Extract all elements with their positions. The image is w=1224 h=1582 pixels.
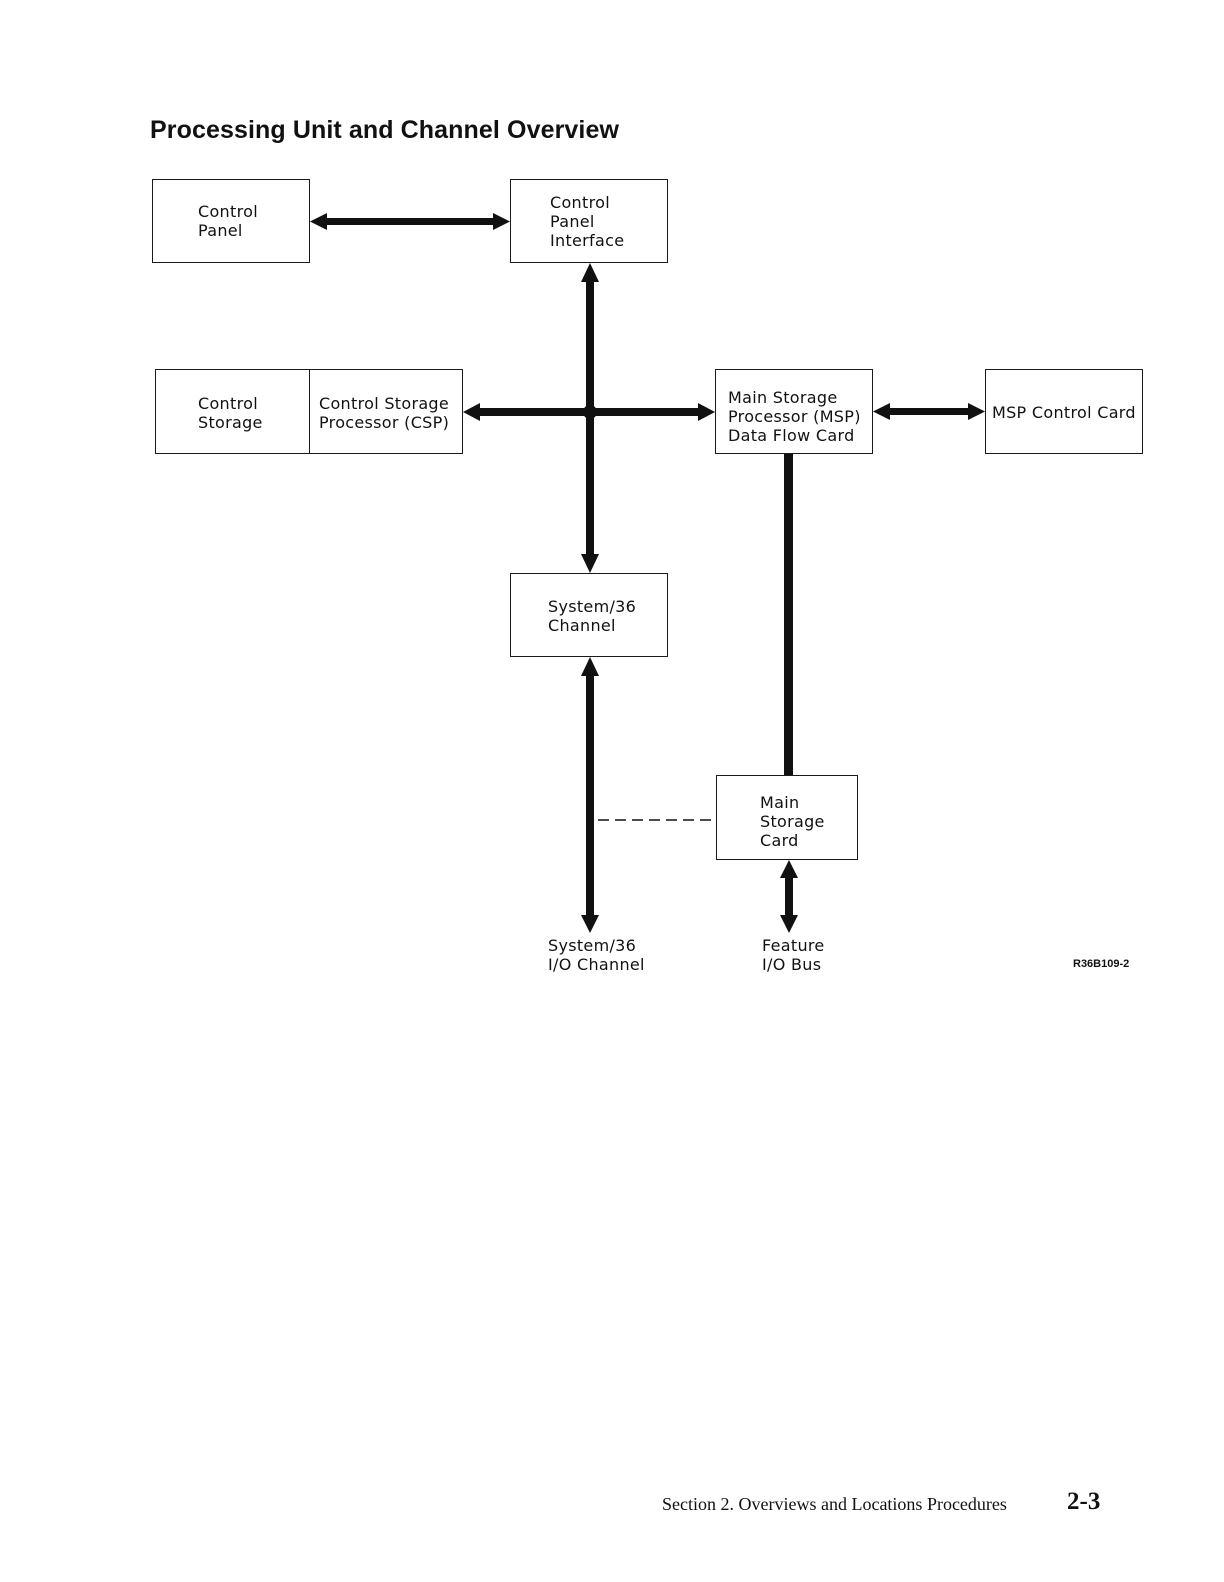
control-storage-box — [155, 369, 310, 454]
figure-code: R36B109-2 — [1073, 958, 1130, 970]
msp-data-flow-label: Main Storage Processor (MSP) Data Flow C… — [728, 388, 861, 445]
label-line: Interface — [550, 231, 625, 250]
connector-panel-to-interface — [310, 213, 510, 230]
label-line: Processor (MSP) — [728, 407, 861, 426]
label-line: Card — [760, 831, 799, 850]
label-line: Storage — [198, 413, 263, 432]
label-line: Data Flow Card — [728, 426, 855, 445]
label-line: I/O Bus — [762, 955, 822, 974]
label-line: I/O Channel — [548, 955, 645, 974]
label-line: Control — [198, 394, 258, 413]
msp-data-flow-box — [715, 369, 873, 454]
connector-msp-to-main-storage — [784, 454, 793, 775]
connector-msp-to-control-card — [873, 403, 985, 420]
control-panel-interface-box — [510, 179, 668, 263]
connector-channel-to-io-channel — [581, 657, 599, 933]
control-storage-label: Control Storage — [198, 394, 263, 432]
main-storage-card-label: Main Storage Card — [760, 793, 825, 850]
label-line: System/36 — [548, 597, 637, 616]
control-panel-label: Control Panel — [198, 202, 258, 240]
system36-channel-label: System/36 Channel — [548, 597, 636, 635]
system36-io-channel-label: System/36 I/O Channel — [548, 936, 645, 974]
label-line: Storage — [760, 812, 825, 831]
footer-section-text: Section 2. Overviews and Locations Proce… — [662, 1494, 1007, 1514]
page-title: Processing Unit and Channel Overview — [150, 116, 620, 144]
label-line: Main Storage — [728, 388, 838, 407]
label-line: Panel — [550, 212, 595, 231]
csp-label: Control Storage Processor (CSP) — [319, 394, 449, 432]
control-panel-box — [152, 179, 310, 263]
page-number: 2-3 — [1067, 1488, 1101, 1515]
msp-control-box — [985, 369, 1143, 454]
label-line: Control — [198, 202, 258, 221]
csp-box — [309, 369, 463, 454]
main-storage-card-box — [716, 775, 858, 860]
msp-control-label: MSP Control Card — [992, 403, 1136, 422]
label-line: Main — [760, 793, 800, 812]
label-line: Channel — [548, 616, 616, 635]
label-line: Control — [550, 193, 610, 212]
label-line: Processor (CSP) — [319, 413, 450, 432]
system36-channel-box — [510, 573, 668, 657]
label-line: Feature — [762, 936, 825, 955]
feature-io-bus-label: Feature I/O Bus — [762, 936, 825, 974]
bus-junction — [583, 405, 597, 419]
label-line: Panel — [198, 221, 243, 240]
label-line: Control Storage — [319, 394, 450, 413]
label-line: MSP Control Card — [992, 403, 1136, 422]
control-panel-interface-label: Control Panel Interface — [550, 193, 624, 250]
connector-main-storage-to-feature-bus — [780, 860, 798, 933]
label-line: System/36 — [548, 936, 637, 955]
